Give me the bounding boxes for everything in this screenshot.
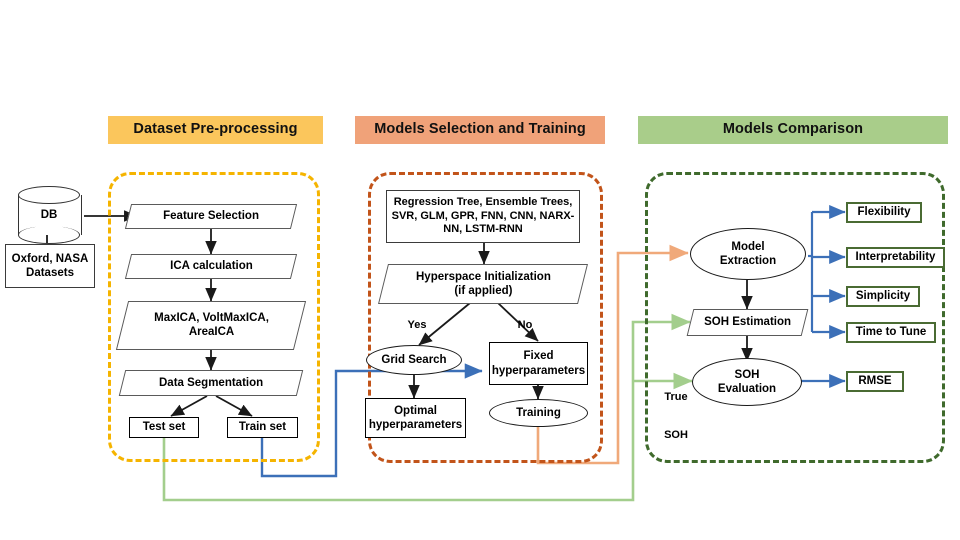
hyperspace-line-2: (if applied) xyxy=(453,285,513,297)
cylinder-top xyxy=(18,186,80,204)
true-soh-line-1: True xyxy=(664,391,688,404)
model-extraction-line-2: Extraction xyxy=(719,255,777,267)
training-node: Training xyxy=(489,399,588,427)
step-ica-features: MaxICA, VoltMaxICA, AreaICA xyxy=(115,301,307,350)
metric-label: Simplicity xyxy=(855,290,911,303)
output-train-set: Train set xyxy=(227,417,298,438)
soh-evaluation-line-2: Evaluation xyxy=(717,383,777,395)
group-dataset-preprocessing xyxy=(108,172,320,462)
cylinder-bottom xyxy=(18,226,80,244)
model-extraction-node: Model Extraction xyxy=(690,228,806,280)
hyperspace-initialization-box: Hyperspace Initialization (if applied) xyxy=(378,264,588,304)
algorithms-box: Regression Tree, Ensemble Trees, SVR, GL… xyxy=(386,190,580,243)
metric-label: Interpretability xyxy=(855,251,936,264)
metric-label: RMSE xyxy=(858,375,892,388)
step-feature-selection: Feature Selection xyxy=(124,204,298,229)
hyperspace-label-wrap: Hyperspace Initialization (if applied) xyxy=(416,270,551,298)
fixed-hyperparameters-box: Fixed hyperparameters xyxy=(489,342,588,385)
optimal-line-1: Optimal xyxy=(394,404,437,417)
banner-models-selection: Models Selection and Training xyxy=(355,116,605,144)
soh-evaluation-line-1: SOH xyxy=(734,368,760,381)
optimal-line-2: hyperparameters xyxy=(368,419,463,431)
metric-label: Flexibility xyxy=(857,206,911,219)
true-soh-label: True SOH xyxy=(655,366,697,467)
metric-rmse: RMSE xyxy=(846,371,904,392)
datasets-line-1: Oxford, NASA xyxy=(11,252,89,265)
true-soh-line-2: SOH xyxy=(664,429,688,442)
training-label: Training xyxy=(516,406,561,419)
group-models-comparison xyxy=(645,172,945,463)
metric-interpretability: Interpretability xyxy=(846,247,945,268)
algorithms-line-1: Regression Tree, Ensemble Trees, xyxy=(393,196,573,209)
step-label: Feature Selection xyxy=(163,210,259,223)
soh-estimation-label: SOH Estimation xyxy=(704,316,791,329)
datasets-box: Oxford, NASA Datasets xyxy=(5,244,95,288)
branch-label-yes: Yes xyxy=(407,319,427,331)
output-label: Train set xyxy=(238,421,287,434)
database-label: DB xyxy=(40,209,58,221)
group-models-selection xyxy=(368,172,603,463)
branch-label-no: No xyxy=(517,319,533,331)
grid-search-node: Grid Search xyxy=(366,345,462,375)
metric-simplicity: Simplicity xyxy=(846,286,920,307)
metric-time-to-tune: Time to Tune xyxy=(846,322,936,343)
algorithms-line-3: NN, LSTM-RNN xyxy=(443,223,523,236)
step-label-line-2: AreaICA xyxy=(188,326,234,339)
step-label: Data Segmentation xyxy=(158,376,264,389)
database-cylinder: DB xyxy=(18,186,82,244)
output-label: Test set xyxy=(142,421,186,434)
step-ica-calculation: ICA calculation xyxy=(124,254,298,279)
fixed-line-1: Fixed xyxy=(523,350,554,363)
banner-label: Dataset Pre-processing xyxy=(133,121,298,138)
banner-models-comparison: Models Comparison xyxy=(638,116,948,144)
step-label-line-1: MaxICA, VoltMaxICA, xyxy=(153,312,269,325)
banner-label: Models Comparison xyxy=(722,121,864,138)
datasets-line-2: Datasets xyxy=(26,267,74,279)
step-data-segmentation: Data Segmentation xyxy=(118,370,304,396)
step-label: ICA calculation xyxy=(169,260,253,273)
output-test-set: Test set xyxy=(129,417,199,438)
metric-flexibility: Flexibility xyxy=(846,202,922,223)
banner-label: Models Selection and Training xyxy=(374,121,586,138)
grid-search-label: Grid Search xyxy=(381,353,447,366)
model-extraction-line-1: Model xyxy=(731,240,765,253)
step-label-wrap: MaxICA, VoltMaxICA, AreaICA xyxy=(154,311,269,339)
banner-dataset-preprocessing: Dataset Pre-processing xyxy=(108,116,323,144)
optimal-hyperparameters-box: Optimal hyperparameters xyxy=(365,398,466,438)
soh-evaluation-node: SOH Evaluation xyxy=(692,358,802,406)
hyperspace-line-1: Hyperspace Initialization xyxy=(415,270,551,283)
fixed-line-2: hyperparameters xyxy=(491,364,586,377)
algorithms-line-2: SVR, GLM, GPR, FNN, CNN, NARX- xyxy=(391,209,575,222)
soh-estimation-box: SOH Estimation xyxy=(686,309,809,336)
metric-label: Time to Tune xyxy=(855,326,927,339)
